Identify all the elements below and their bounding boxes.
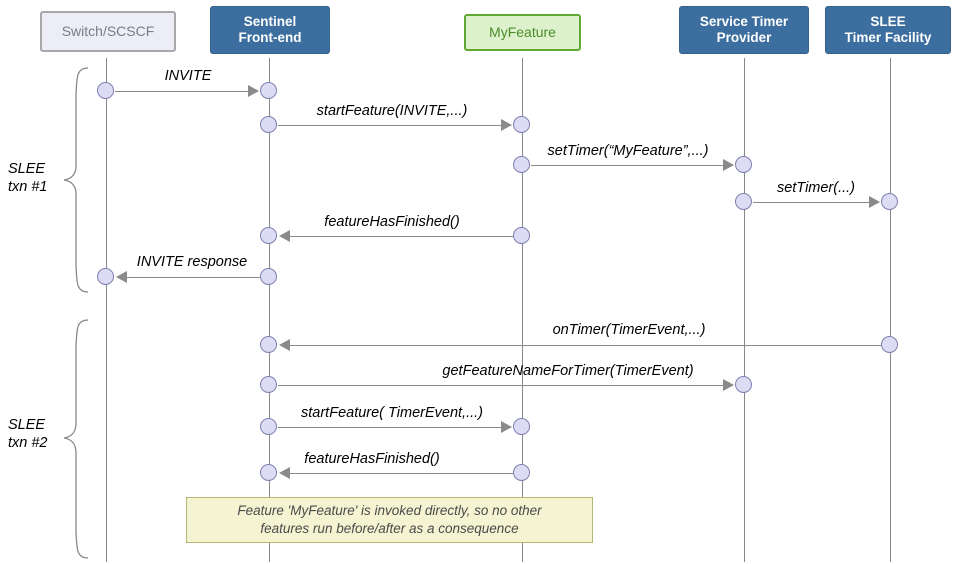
arrow-line-startfeature-invite — [278, 125, 511, 126]
node-slee-ontimer-send — [881, 336, 898, 353]
actor-header-service-timer-provider[interactable]: Service Timer Provider — [679, 6, 809, 54]
arrow-head-settimer-myfeature — [723, 159, 734, 171]
arrow-line-settimer-myfeature — [531, 165, 733, 166]
lifeline-slee-timer-facility — [890, 58, 891, 562]
arrow-head-ontimer — [279, 339, 290, 351]
message-label-featurehasfinished-1: featureHasFinished() — [324, 214, 460, 230]
arrow-head-startfeature-invite — [501, 119, 512, 131]
node-slee-settimer-recv — [881, 193, 898, 210]
arrow-head-startfeature-timerevent — [501, 421, 512, 433]
node-switch-invite-response-recv — [97, 268, 114, 285]
arrow-line-startfeature-timerevent — [278, 427, 511, 428]
arrow-head-getfeaturenamefortimer — [723, 379, 734, 391]
actor-header-switch[interactable]: Switch/SCSCF — [40, 11, 176, 52]
lifeline-sentinel — [269, 58, 270, 562]
node-sentinel-finished-recv — [260, 227, 277, 244]
arrow-head-featurehasfinished-1 — [279, 230, 290, 242]
node-sentinel-startfeature-timer-send — [260, 418, 277, 435]
message-label-startfeature-invite: startFeature(INVITE,...) — [316, 103, 468, 119]
arrow-head-invite-response — [116, 271, 127, 283]
actor-header-sentinel[interactable]: Sentinel Front-end — [210, 6, 330, 54]
message-label-settimer: setTimer(...) — [776, 180, 856, 196]
message-label-ontimer: onTimer(TimerEvent,...) — [552, 322, 706, 338]
note-box: Feature 'MyFeature' is invoked directly,… — [186, 497, 593, 543]
txn-label-1: SLEE txn #1 — [8, 161, 48, 196]
arrow-head-invite — [248, 85, 259, 97]
message-label-invite: INVITE — [164, 68, 212, 84]
brace-txn1 — [60, 66, 90, 294]
node-sentinel-ontimer-recv — [260, 336, 277, 353]
arrow-line-ontimer — [290, 345, 881, 346]
message-label-invite-response: INVITE response — [136, 254, 248, 270]
node-stp-settimer-send — [735, 193, 752, 210]
node-myfeature-settimer-send — [513, 156, 530, 173]
arrow-line-invite — [115, 91, 258, 92]
actor-label-slee-timer-facility: SLEE Timer Facility — [844, 14, 932, 45]
note-text: Feature 'MyFeature' is invoked directly,… — [237, 502, 542, 536]
node-myfeature-finished2-send — [513, 464, 530, 481]
actor-label-switch: Switch/SCSCF — [61, 23, 155, 40]
node-stp-getfeaturename-recv — [735, 376, 752, 393]
node-stp-settimer-recv — [735, 156, 752, 173]
node-sentinel-startfeature-send — [260, 116, 277, 133]
message-label-getfeaturenamefortimer: getFeatureNameForTimer(TimerEvent) — [442, 363, 694, 379]
message-label-settimer-myfeature: setTimer(“MyFeature”,...) — [547, 143, 709, 159]
arrow-line-getfeaturenamefortimer — [278, 385, 733, 386]
arrow-line-invite-response — [127, 277, 260, 278]
node-myfeature-startfeature-recv — [513, 116, 530, 133]
node-myfeature-startfeature-timer-recv — [513, 418, 530, 435]
arrow-line-settimer — [753, 202, 879, 203]
arrow-line-featurehasfinished-2 — [290, 473, 513, 474]
actor-label-myfeature: MyFeature — [489, 24, 556, 41]
actor-header-myfeature[interactable]: MyFeature — [464, 14, 581, 51]
arrow-head-featurehasfinished-2 — [279, 467, 290, 479]
actor-label-sentinel: Sentinel Front-end — [238, 14, 302, 45]
node-switch-invite-send — [97, 82, 114, 99]
actor-header-slee-timer-facility[interactable]: SLEE Timer Facility — [825, 6, 951, 54]
actor-label-service-timer-provider: Service Timer Provider — [699, 14, 789, 45]
arrow-line-featurehasfinished-1 — [290, 236, 513, 237]
message-label-featurehasfinished-2: featureHasFinished() — [304, 451, 440, 467]
arrow-head-settimer — [869, 196, 880, 208]
brace-txn2 — [60, 318, 90, 560]
txn-label-2: SLEE txn #2 — [8, 417, 48, 452]
lifeline-myfeature — [522, 58, 523, 562]
lifeline-switch — [106, 58, 107, 562]
node-sentinel-getfeaturename-send — [260, 376, 277, 393]
lifeline-service-timer-provider — [744, 58, 745, 562]
node-sentinel-invite-recv — [260, 82, 277, 99]
node-sentinel-invite-response-send — [260, 268, 277, 285]
node-sentinel-finished2-recv — [260, 464, 277, 481]
node-myfeature-finished-send — [513, 227, 530, 244]
message-label-startfeature-timerevent: startFeature( TimerEvent,...) — [301, 405, 483, 421]
